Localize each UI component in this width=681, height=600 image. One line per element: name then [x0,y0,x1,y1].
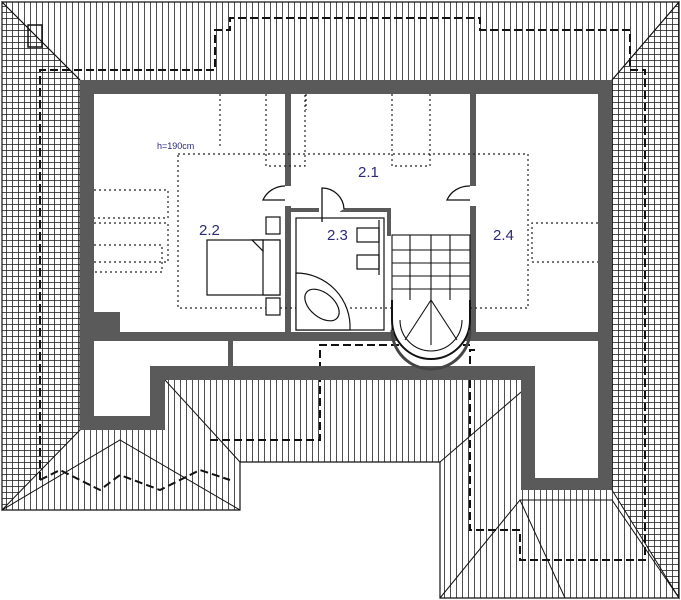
walls [80,80,612,490]
bathroom-fixtures [295,217,385,331]
interior [88,88,604,484]
room-label-2-4: 2.4 [493,227,514,244]
ceiling-height-note: h=190cm [157,141,194,151]
room-labels: h=190cm 2.1 2.2 2.3 2.4 [157,141,514,244]
staircase[interactable] [390,234,472,371]
room-label-2-3: 2.3 [327,227,348,244]
bed [206,216,281,316]
room-label-2-1: 2.1 [358,164,379,181]
dotted-lines [94,94,598,309]
chimney [27,24,43,48]
doors [262,185,471,222]
room-label-2-2: 2.2 [199,222,220,239]
